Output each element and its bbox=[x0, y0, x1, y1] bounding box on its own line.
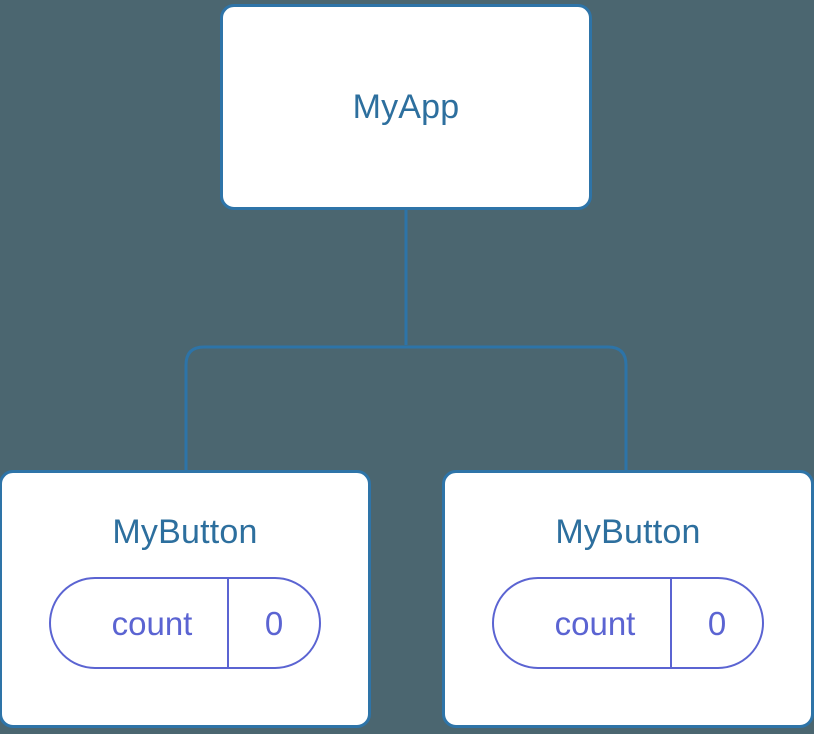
state-pill-0-value: 0 bbox=[227, 579, 319, 667]
node-mybutton-0-label: MyButton bbox=[112, 513, 258, 551]
state-pill-1-value: 0 bbox=[670, 579, 762, 667]
node-myapp[interactable]: MyApp bbox=[220, 4, 592, 210]
node-myapp-label: MyApp bbox=[352, 88, 460, 126]
connector-fork-bar bbox=[184, 345, 628, 470]
node-mybutton-1-label: MyButton bbox=[555, 513, 701, 551]
node-mybutton-0[interactable]: MyButton count 0 bbox=[0, 470, 371, 728]
node-mybutton-1[interactable]: MyButton count 0 bbox=[442, 470, 814, 728]
state-pill-1[interactable]: count 0 bbox=[492, 577, 764, 669]
state-pill-0[interactable]: count 0 bbox=[49, 577, 321, 669]
state-pill-0-key: count bbox=[111, 604, 193, 642]
state-pill-1-key: count bbox=[554, 604, 636, 642]
